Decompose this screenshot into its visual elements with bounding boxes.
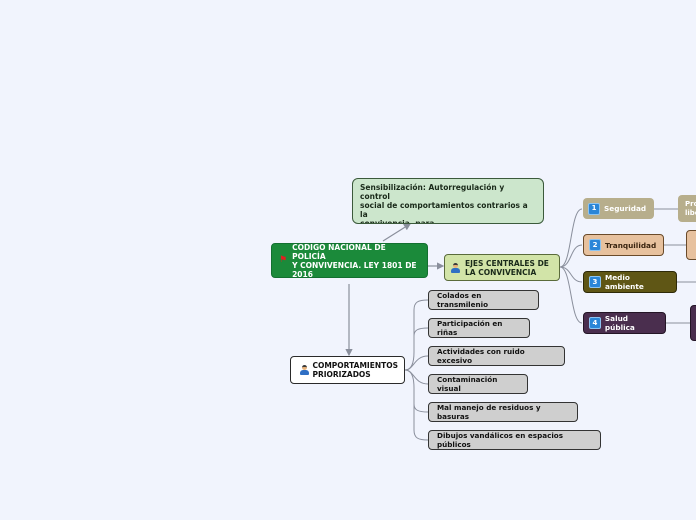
police-officer-icon	[300, 365, 309, 375]
comportamiento-item[interactable]: Participación en riñas	[428, 318, 530, 338]
ejes-centrales-topic[interactable]: EJES CENTRALES DE LA CONVIVENCIA	[444, 254, 560, 281]
comportamientos-topic[interactable]: COMPORTAMIENTOS PRIORIZADOS	[290, 356, 405, 384]
number-3-icon: 3	[589, 276, 601, 288]
eje-medio-ambiente[interactable]: 3 Medio ambiente	[583, 271, 677, 293]
number-4-icon: 4	[589, 317, 601, 329]
link-comp-trunk-down	[404, 369, 429, 441]
eje-seguridad-label: Seguridad	[604, 204, 647, 213]
ejes-centrales-label: EJES CENTRALES DE LA CONVIVENCIA	[465, 258, 549, 277]
comportamiento-item[interactable]: Colados en transmilenio	[428, 290, 539, 310]
comportamiento-item[interactable]: Contaminación visual	[428, 374, 528, 394]
comportamiento-item-label: Participación en riñas	[437, 319, 503, 337]
link-comp-trunk	[404, 299, 429, 371]
link-ejes-salud	[559, 266, 583, 324]
comportamiento-item[interactable]: Mal manejo de residuos y basuras	[428, 402, 578, 422]
comportamiento-item[interactable]: Actividades con ruido excesivo	[428, 346, 565, 366]
eje-medio-ambiente-label: Medio ambiente	[604, 273, 644, 291]
sensibilizacion-topic[interactable]: Sensibilización: Autorregulación y contr…	[352, 178, 544, 224]
comportamiento-item[interactable]: Dibujos vandálicos en espacios públicos	[428, 430, 601, 450]
link-central-sensibilizacion	[382, 223, 412, 242]
comportamiento-item-label: Dibujos vandálicos en espacios públicos	[437, 431, 564, 449]
police-officer-icon	[451, 262, 460, 273]
salud-publica-child-topic[interactable]	[690, 305, 696, 341]
eje-salud-publica[interactable]: 4 Salud pública	[583, 312, 666, 334]
central-topic-label: CÓDIGO NACIONAL DE POLICÍA Y CONVIVENCIA…	[292, 243, 417, 278]
sensibilizacion-label: Sensibilización: Autorregulación y contr…	[360, 183, 528, 224]
tranquilidad-child-topic[interactable]	[686, 230, 696, 260]
link-ejes-tranquilidad	[559, 244, 583, 268]
eje-salud-publica-label: Salud pública	[604, 314, 635, 332]
eje-seguridad[interactable]: 1 Seguridad	[583, 198, 654, 219]
seguridad-child-label: Pro libe	[685, 199, 696, 217]
link-comp-leaf-2	[413, 327, 429, 337]
comportamiento-item-label: Contaminación visual	[437, 375, 498, 393]
comportamientos-label: COMPORTAMIENTOS PRIORIZADOS	[312, 361, 398, 379]
seguridad-child-topic[interactable]: Pro libe	[678, 195, 696, 222]
comportamiento-item-label: Colados en transmilenio	[437, 291, 489, 309]
link-comp-leaf-5	[413, 403, 429, 413]
comportamiento-item-label: Actividades con ruido excesivo	[437, 347, 525, 365]
red-flag-icon: ⚑	[279, 255, 288, 265]
eje-tranquilidad-label: Tranquilidad	[605, 240, 657, 250]
central-topic[interactable]: ⚑ CÓDIGO NACIONAL DE POLICÍA Y CONVIVENC…	[271, 243, 428, 278]
number-1-icon: 1	[588, 202, 600, 215]
link-comp-leaf-4	[404, 369, 429, 385]
link-comp-leaf-3	[404, 355, 429, 371]
comportamiento-item-label: Mal manejo de residuos y basuras	[437, 403, 541, 421]
eje-tranquilidad[interactable]: 2 Tranquilidad	[583, 234, 664, 256]
link-ejes-seguridad	[559, 208, 583, 268]
number-2-icon: 2	[589, 239, 601, 251]
